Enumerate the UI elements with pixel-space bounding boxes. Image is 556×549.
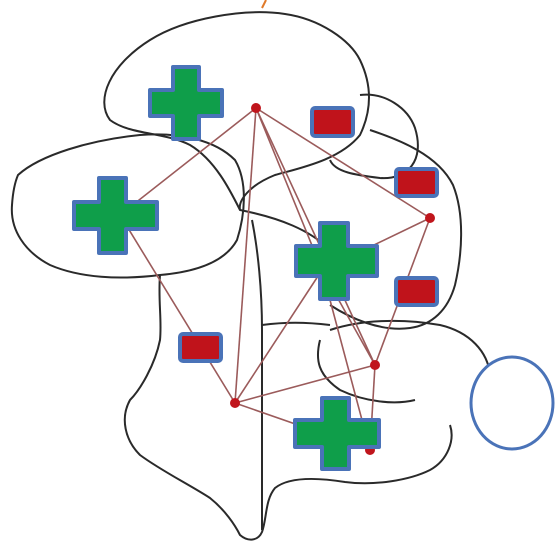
minus-icon [180,334,221,361]
edge [235,108,256,403]
graph-node [370,360,380,370]
minus-icon [396,169,437,196]
plus-icon [295,398,379,469]
edge [120,215,235,403]
plus-icon [150,67,222,139]
region-inner-divider [262,323,330,325]
graph-node [251,103,261,113]
graph-node [425,213,435,223]
graph-edges [120,108,430,450]
plus-icon [74,178,157,253]
region-outlines [12,12,490,539]
region-main-body [125,210,452,540]
top-edge-mark [262,0,266,8]
minus-icon [396,278,437,305]
minus-icon [312,108,353,136]
circle-marker-icon [471,357,553,449]
graph-node [230,398,240,408]
